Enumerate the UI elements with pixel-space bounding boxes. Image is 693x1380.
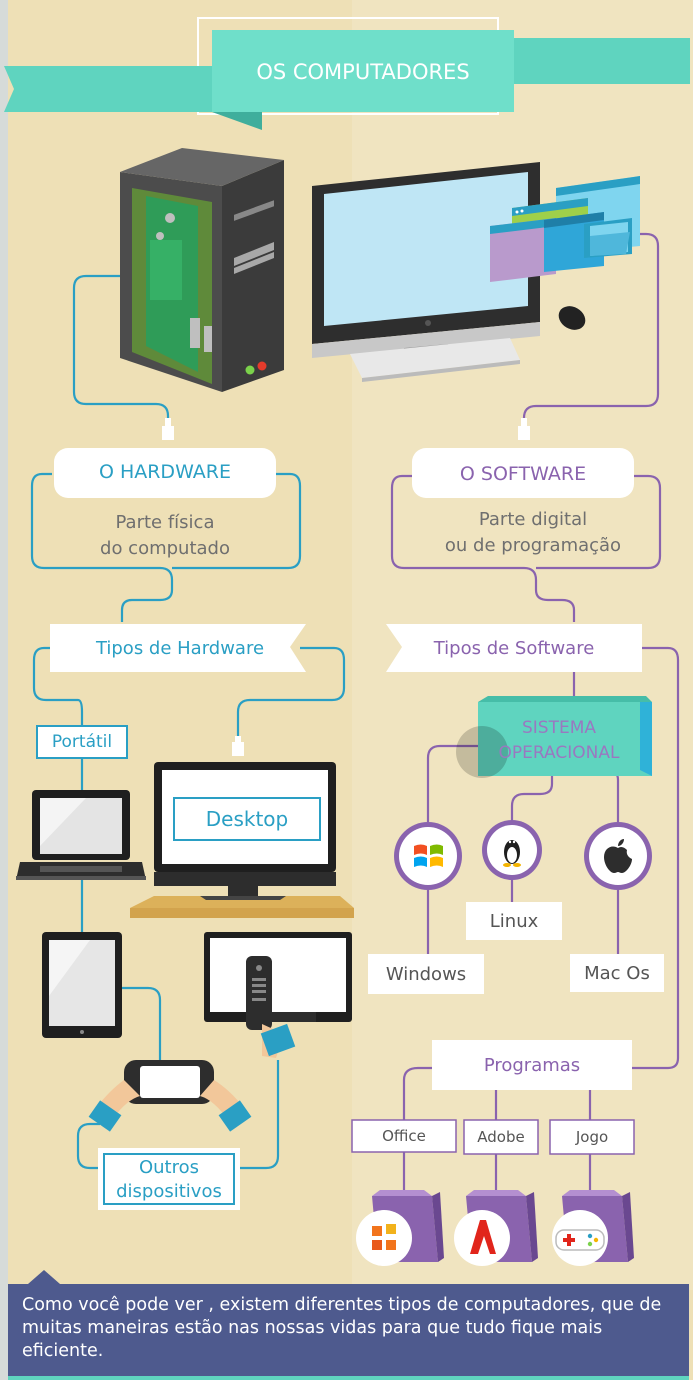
- software-title: O SOFTWARE: [459, 463, 587, 485]
- linux-tux-icon: [482, 820, 542, 880]
- software-desc-line1: Parte digital: [478, 508, 588, 530]
- laptop-icon: [16, 790, 146, 880]
- others-label-line1: Outros: [138, 1156, 200, 1178]
- windows-logo-icon: [394, 822, 462, 890]
- game-label: Jogo: [575, 1128, 609, 1146]
- monitor-icon: [312, 162, 540, 362]
- desktop-label-box: [173, 797, 321, 841]
- computer-tower-icon: [120, 148, 284, 392]
- footer-text: Como você pode ver , existem diferentes …: [8, 1284, 689, 1376]
- portable-label: Portátil: [51, 732, 113, 752]
- office-logo-icon: [356, 1190, 444, 1266]
- desktop-monitor-icon: [130, 762, 354, 918]
- os-box: [456, 696, 652, 778]
- footer-pointer: [28, 1270, 60, 1284]
- adobe-box: [463, 1119, 539, 1155]
- adobe-label: Adobe: [477, 1128, 525, 1146]
- hardware-title: O HARDWARE: [98, 461, 232, 483]
- others-box-border: [103, 1153, 235, 1205]
- header-ribbon: [4, 17, 690, 130]
- hardware-cloud-box: [54, 448, 276, 498]
- hardware-connectors: [30, 274, 346, 1170]
- tablet-icon: [42, 932, 122, 1038]
- handheld-console-icon: [88, 1060, 252, 1132]
- footer-strip: [8, 1376, 689, 1380]
- linux-label: Linux: [489, 910, 539, 932]
- software-connectors: [390, 232, 680, 1192]
- desktop-label: Desktop: [205, 807, 289, 831]
- others-box-bg: [98, 1148, 240, 1210]
- tv-icon: [204, 932, 352, 1022]
- apple-logo-icon: [584, 822, 652, 890]
- macos-box: [570, 954, 664, 992]
- os-label-line1: SISTEMA: [521, 718, 597, 738]
- programs-box: [432, 1040, 632, 1090]
- hardware-types-label: Tipos de Hardware: [95, 637, 265, 659]
- game-box: [549, 1119, 635, 1155]
- software-cloud-box: [412, 448, 634, 498]
- keyboard-icon: [350, 338, 520, 382]
- plug-connectors: [162, 418, 530, 756]
- gamepad-icon: [552, 1190, 634, 1266]
- macos-label: Mac Os: [584, 962, 650, 984]
- os-label-line2: OPERACIONAL: [498, 743, 620, 763]
- software-desc-line2: ou de programação: [444, 534, 622, 556]
- hardware-desc-line2: do computado: [100, 537, 230, 559]
- hardware-types-ribbon: [50, 624, 306, 672]
- hardware-desc-line1: Parte física: [115, 511, 215, 533]
- portable-box: [36, 725, 128, 759]
- remote-control-icon: [246, 956, 296, 1058]
- page-title: OS COMPUTADORES: [256, 60, 470, 84]
- windows-box: [368, 954, 484, 994]
- software-types-ribbon: [386, 624, 642, 672]
- others-label-line2: dispositivos: [116, 1180, 222, 1202]
- left-edge: [0, 0, 8, 1380]
- windows-label: Windows: [385, 963, 467, 985]
- app-windows-icon: [490, 176, 640, 282]
- linux-box: [466, 902, 562, 940]
- programs-label: Programas: [483, 1054, 581, 1076]
- software-types-label: Tipos de Software: [433, 637, 595, 659]
- folder-icon: [584, 218, 632, 258]
- adobe-logo-icon: [454, 1190, 538, 1266]
- office-label: Office: [382, 1127, 426, 1145]
- mouse-icon: [558, 306, 586, 330]
- office-box: [351, 1119, 457, 1153]
